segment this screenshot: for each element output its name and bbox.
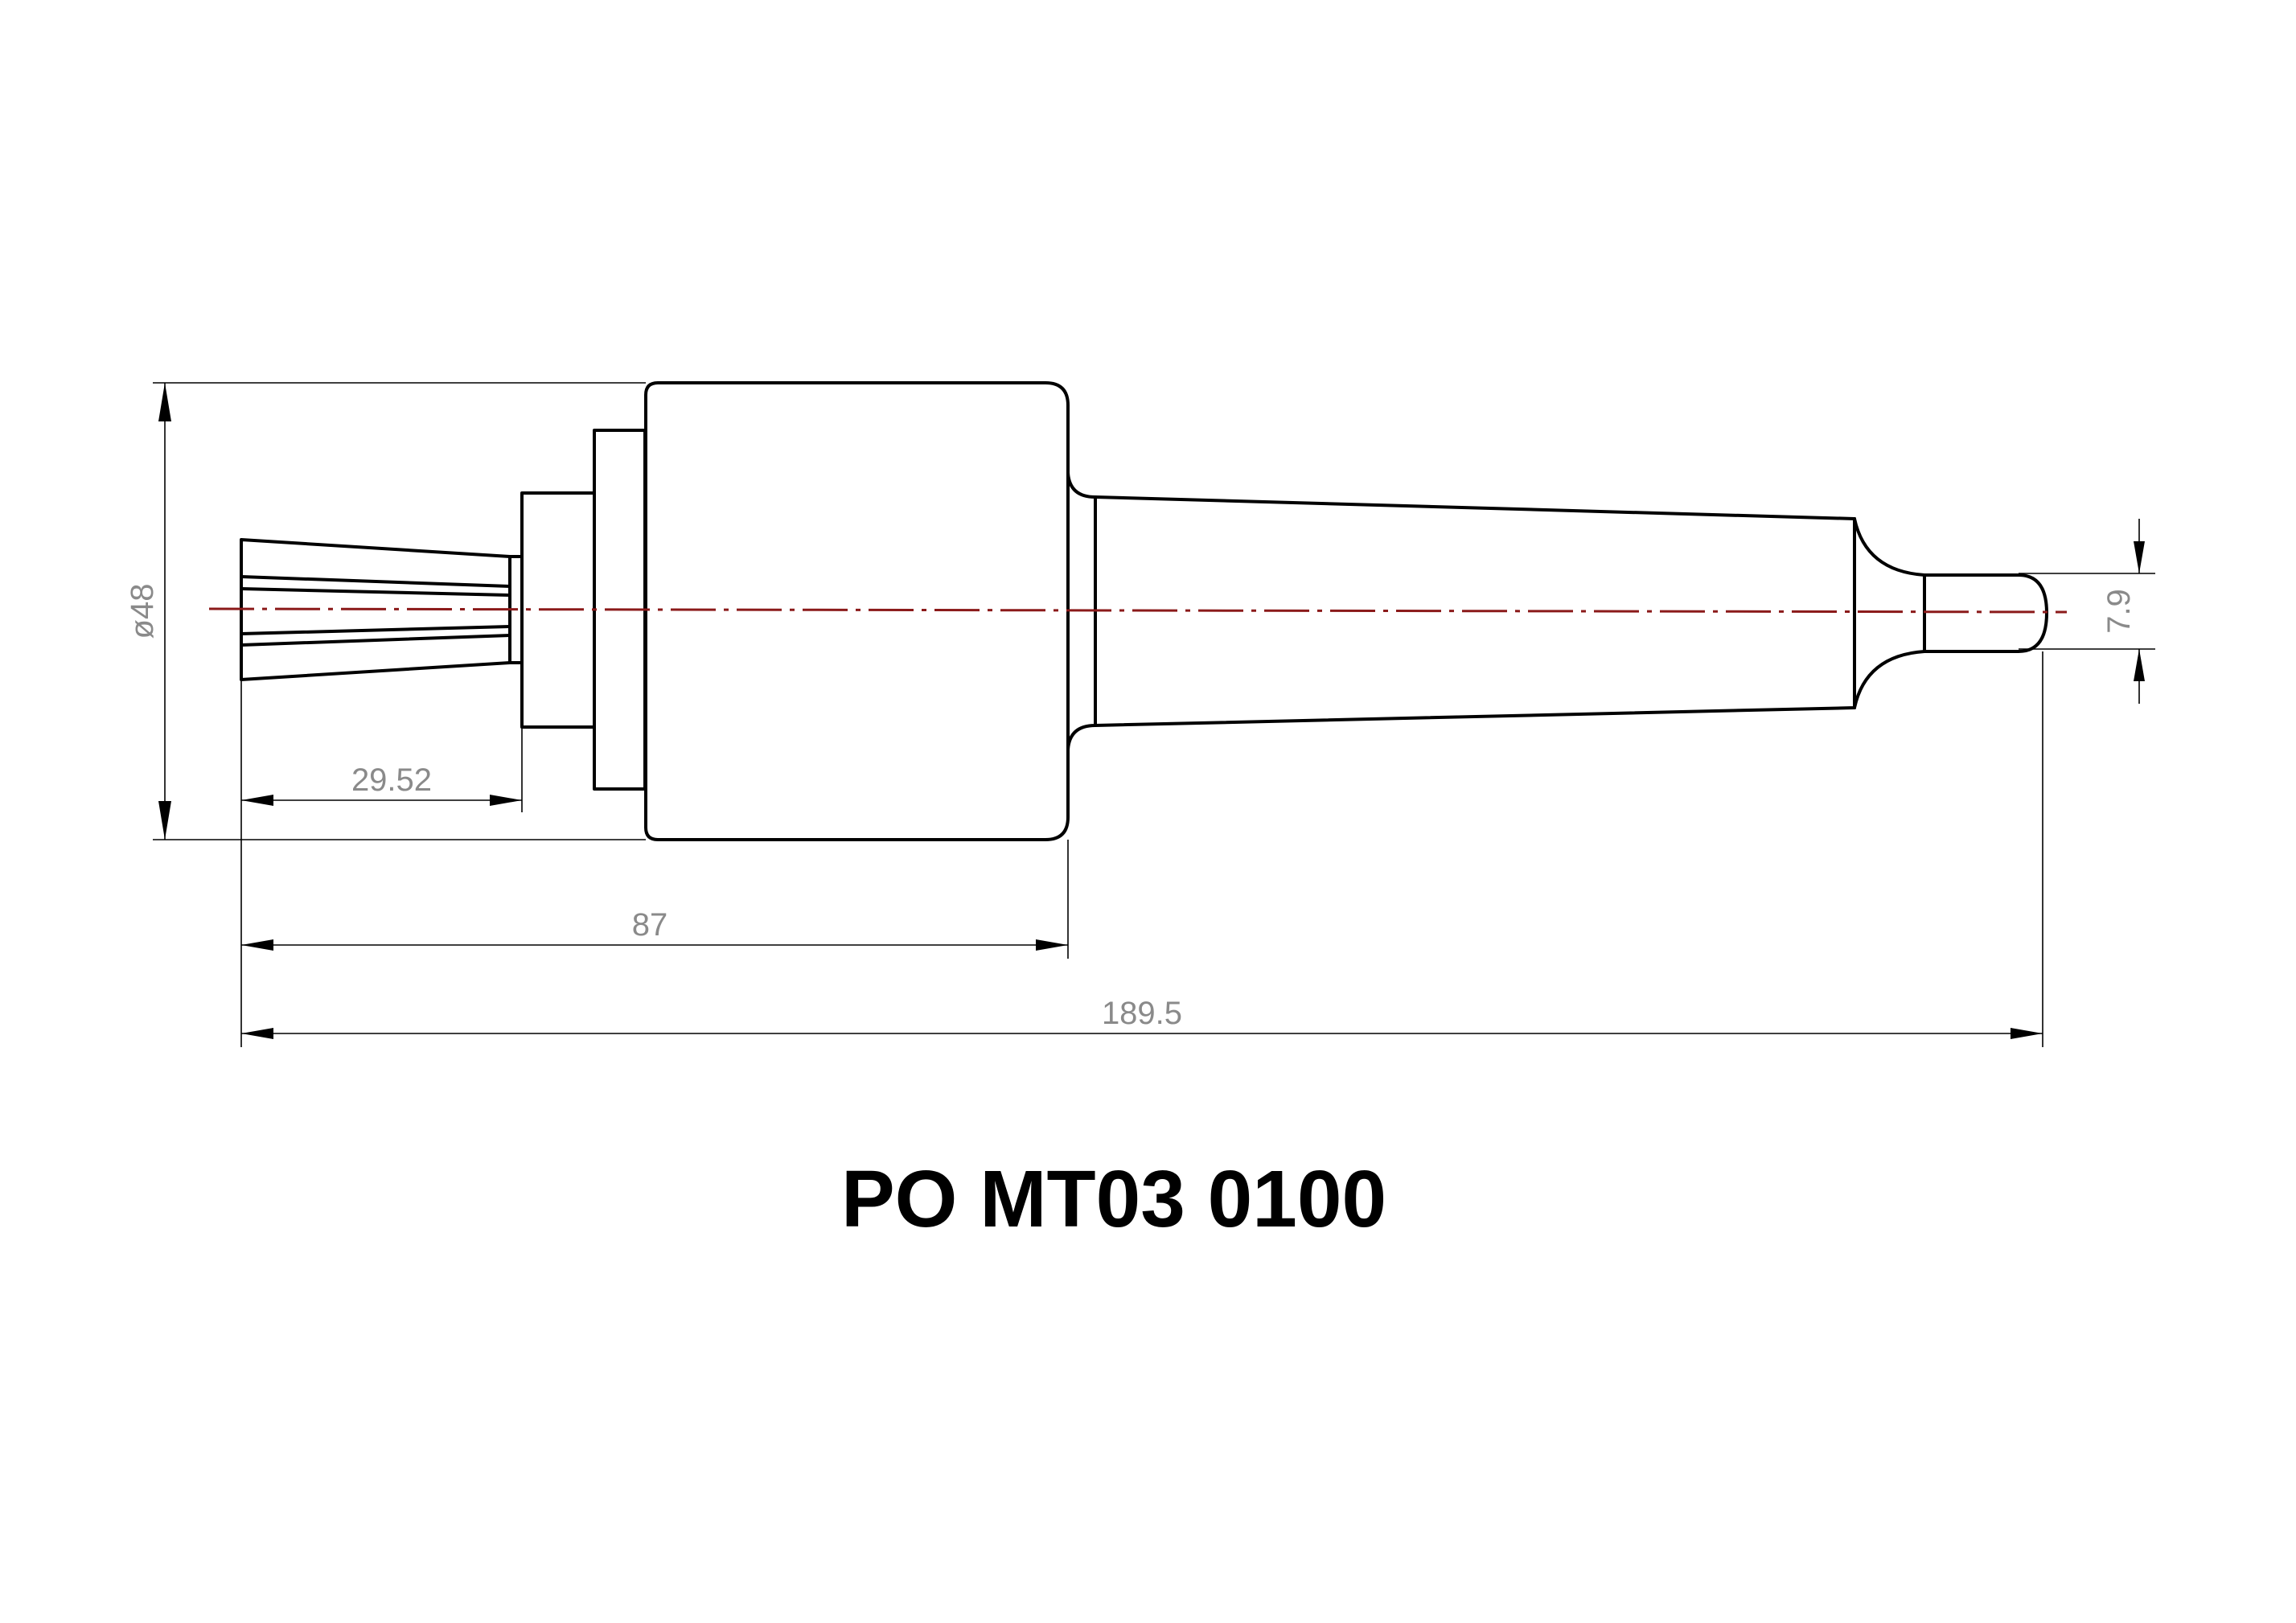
arrow-up xyxy=(158,383,171,421)
arrow-right xyxy=(2011,1028,2043,1039)
part-number-title: PO MT03 0100 xyxy=(841,1154,1386,1244)
dimension-7-9: 7.9 xyxy=(2019,519,2155,704)
dimension-189-5: 189.5 xyxy=(241,651,2043,1047)
dimension-29-52: 29.52 xyxy=(240,680,523,1047)
length-29-52-label: 29.52 xyxy=(351,762,432,798)
tip-7-9-label: 7.9 xyxy=(2101,589,2137,634)
dimension-diameter-48: ø48 xyxy=(125,382,646,840)
length-189-5-label: 189.5 xyxy=(1102,996,1182,1031)
centerline xyxy=(208,607,2068,614)
arrow-left xyxy=(241,1028,273,1039)
collet-slit-lower-a xyxy=(240,634,511,647)
undercut-bottom xyxy=(1853,650,1926,709)
arrow-right xyxy=(490,795,522,806)
dimension-87: 87 xyxy=(241,840,1069,959)
arrow-down xyxy=(2134,541,2145,573)
arrow-left xyxy=(241,939,273,951)
diameter-label: ø48 xyxy=(125,584,160,639)
undercut-top xyxy=(1853,517,1926,577)
collet-slit-upper-b xyxy=(240,587,511,597)
tang-tip xyxy=(1923,573,2048,653)
collet-slit-upper-a xyxy=(240,575,511,588)
arrow-down xyxy=(158,801,171,840)
arrow-right xyxy=(1036,939,1068,951)
collet-slit-lower-b xyxy=(240,625,511,635)
arrow-left xyxy=(241,795,273,806)
main-body xyxy=(644,381,1070,841)
arrow-up xyxy=(2134,649,2145,681)
length-87-label: 87 xyxy=(632,907,668,943)
